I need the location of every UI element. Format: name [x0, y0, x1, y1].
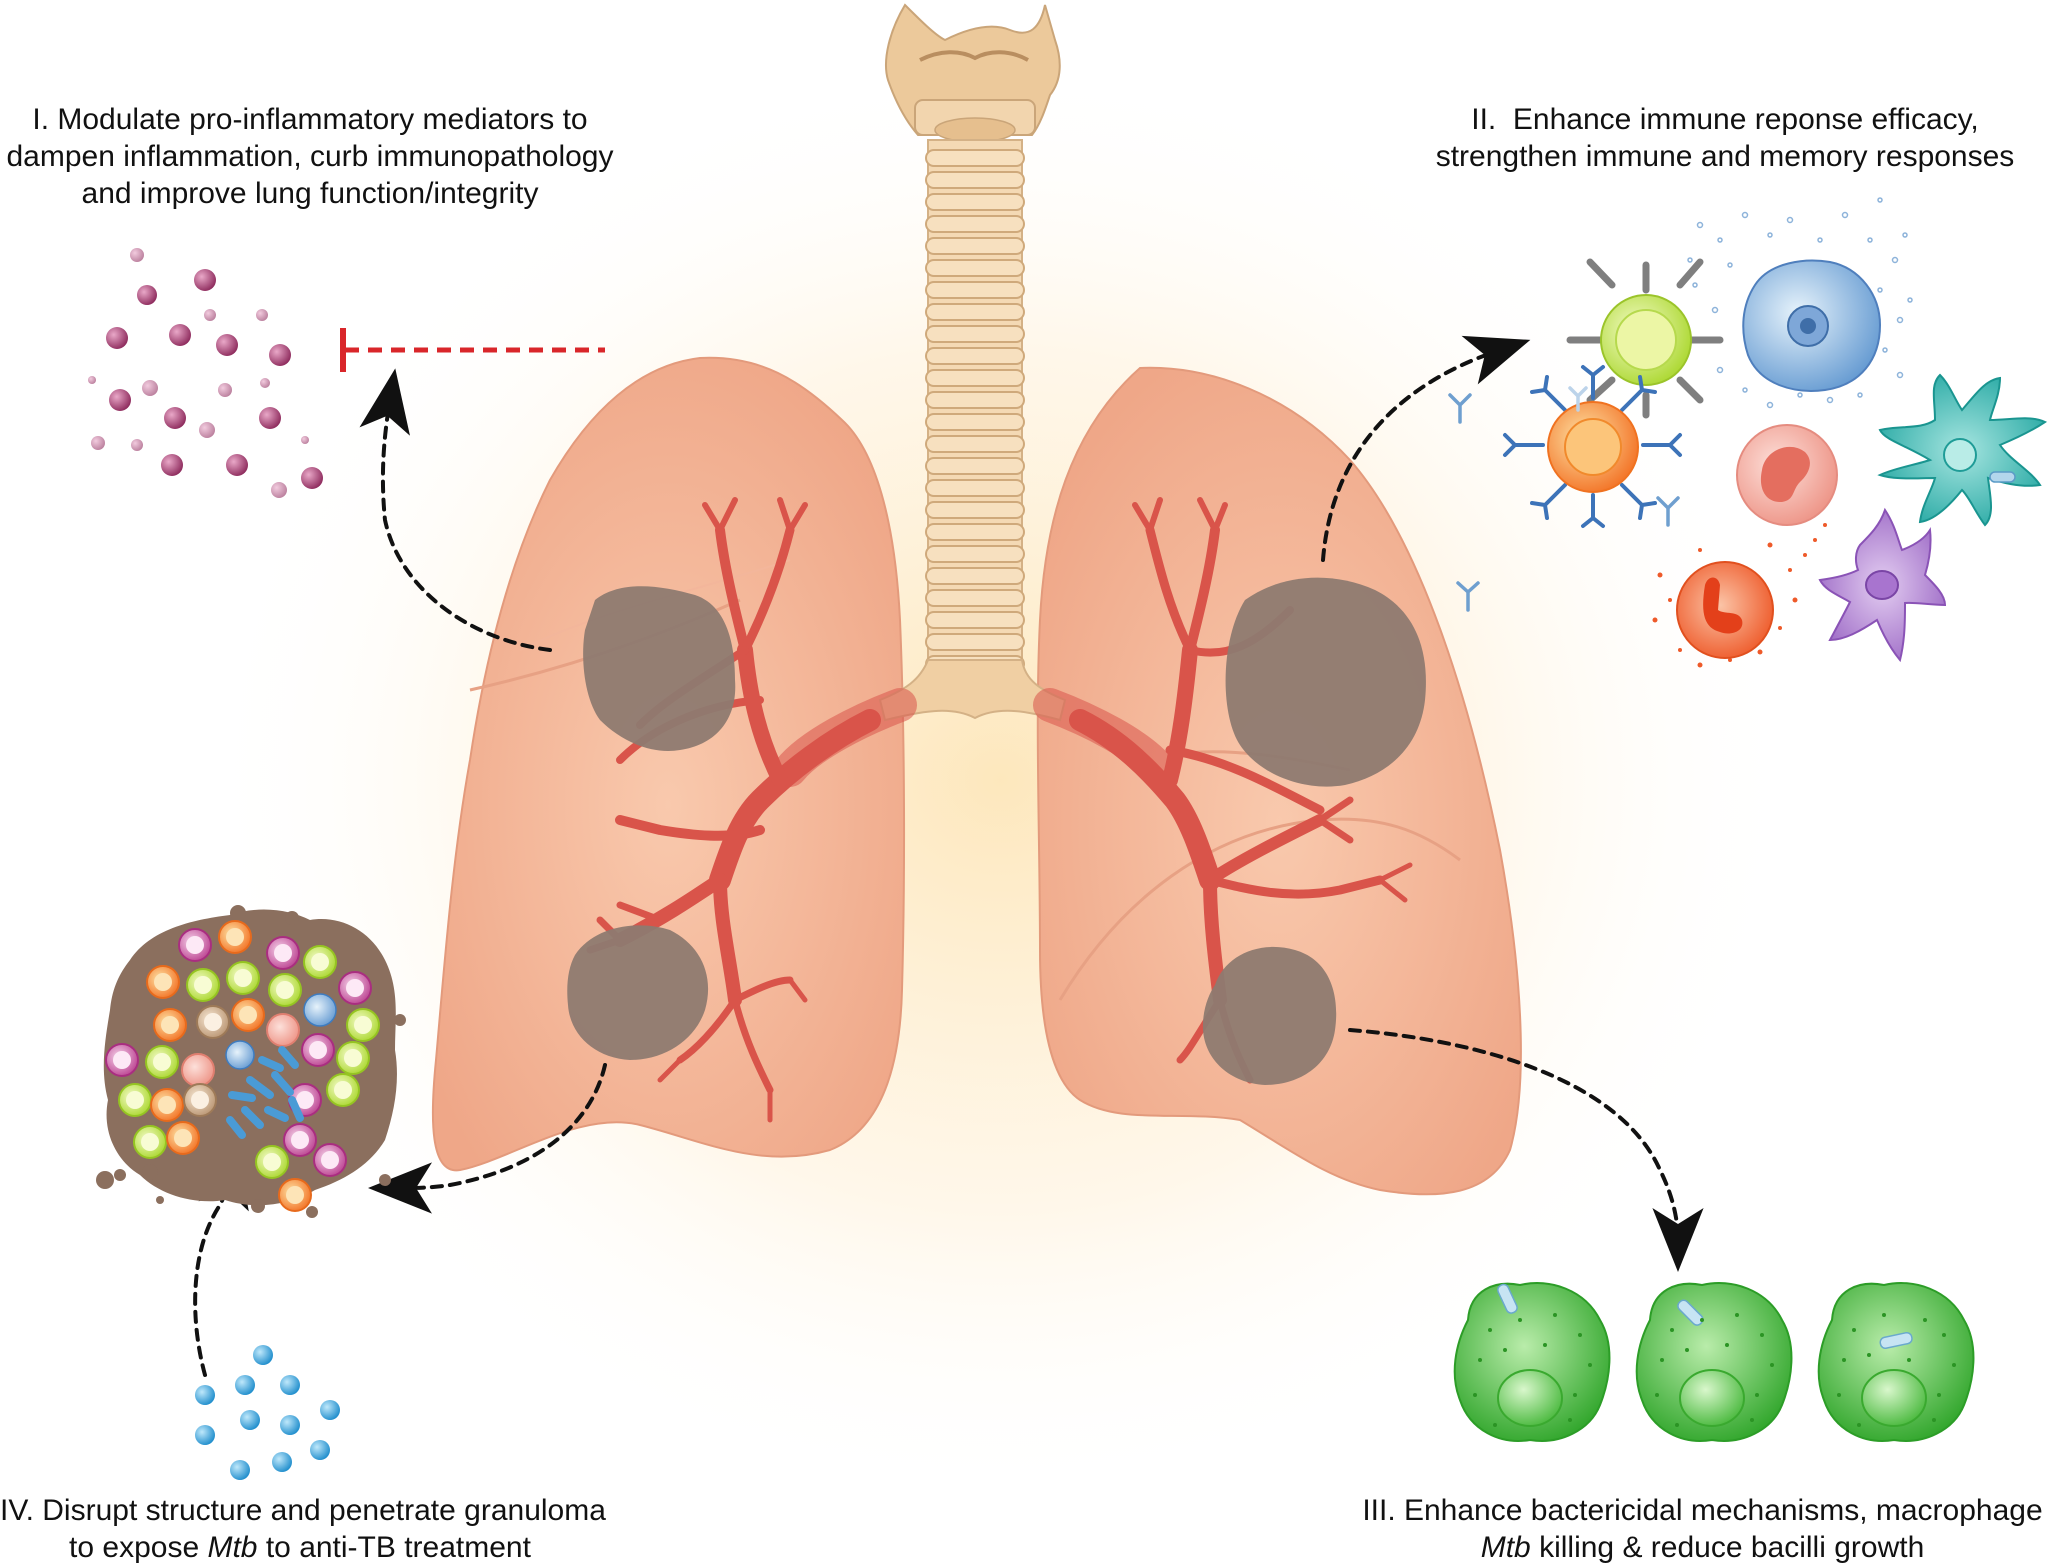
free-antibodies [1448, 386, 1680, 612]
red-blood-cell [1736, 424, 1838, 526]
tracheal-ring [925, 611, 1025, 629]
macrophage-1 [1453, 1282, 1611, 1442]
dashed-arrows [193, 335, 1704, 1377]
lesion-right-upper [1225, 577, 1426, 787]
caption-enhance-immune-line2: strengthen immune and memory responses [1435, 140, 2015, 173]
tracheal-rings [925, 139, 1025, 673]
inhibition-line [340, 328, 605, 372]
t-cell [1566, 258, 1724, 419]
tracheal-ring [925, 391, 1025, 409]
tracheal-ring [925, 457, 1025, 475]
tracheal-ring [925, 193, 1025, 211]
tracheal-ring [925, 589, 1025, 607]
granuloma [96, 905, 406, 1218]
tracheal-ring [925, 479, 1025, 497]
caption-modulate-line1: I. Modulate pro-inflammatory mediators t… [32, 103, 588, 136]
tracheal-ring [925, 149, 1025, 167]
macrophage-2 [1635, 1282, 1793, 1442]
tracheal-ring [925, 501, 1025, 519]
arrow-to-macrophages [1348, 1028, 1704, 1272]
caption-disrupt: IV. Disrupt structure and penetrate gran… [0, 1492, 606, 1566]
caption-disrupt-line2: to expose Mtb to anti-TB treatment [0, 1529, 600, 1566]
caption-disrupt-line1: IV. Disrupt structure and penetrate gran… [0, 1494, 606, 1527]
tracheal-ring [925, 435, 1025, 453]
arrow-to-granuloma [368, 1063, 607, 1214]
cytokine-spray [1687, 197, 1913, 409]
tracheal-ring [925, 413, 1025, 431]
drug-particles [195, 1345, 340, 1480]
arrow-to-mediators [359, 368, 552, 652]
tracheal-ring [925, 325, 1025, 343]
caption-disrupt-line2-rest: to anti-TB treatment [257, 1531, 531, 1564]
pro-inflammatory-mediators [88, 248, 323, 498]
b-cell [1503, 365, 1682, 528]
lesions [567, 577, 1426, 1085]
trachea [878, 3, 1067, 722]
tracheal-ring [925, 215, 1025, 233]
arrow-to-immune-cells [1321, 335, 1531, 562]
caption-enhance-immune: II. Enhance immune reponse efficacy, str… [1400, 101, 2050, 175]
caption-disrupt-line2-pre: to expose [69, 1531, 208, 1564]
purple-macrophage [1818, 507, 1947, 663]
tracheal-ring [925, 237, 1025, 255]
tracheal-ring [925, 281, 1025, 299]
tracheal-ring [925, 633, 1025, 651]
dendritic-cell [1877, 373, 2048, 527]
arrow-particles-to-granuloma [193, 1143, 249, 1377]
caption-bactericidal: III. Enhance bactericidal mechanisms, ma… [1355, 1492, 2050, 1566]
tracheal-ring [925, 303, 1025, 321]
lesion-left-upper [583, 586, 736, 751]
tracheal-ring [925, 523, 1025, 541]
tracheal-ring [925, 567, 1025, 585]
caption-modulate: I. Modulate pro-inflammatory mediators t… [0, 101, 620, 212]
tracheal-ring [925, 171, 1025, 189]
mtb-bacilli [226, 1046, 304, 1139]
caption-bactericidal-line1: III. Enhance bactericidal mechanisms, ma… [1362, 1494, 2043, 1527]
tracheal-ring [925, 369, 1025, 387]
macrophages [1453, 1282, 1975, 1442]
macrophage-granules [1473, 1313, 1956, 1427]
granuloma-cells [105, 920, 380, 1212]
caption-modulate-line3: and improve lung function/integrity [81, 177, 539, 210]
tracheal-ring [925, 259, 1025, 277]
bronchial-tree [586, 497, 1413, 1123]
caption-bactericidal-line2-rest: killing & reduce bacilli growth [1530, 1531, 1925, 1564]
tracheal-ring [925, 545, 1025, 563]
immune-cells [1448, 197, 2048, 668]
lesion-right-lower [1202, 946, 1337, 1085]
lesion-left-lower [567, 925, 709, 1060]
tracheal-ring [925, 347, 1025, 365]
caption-bactericidal-line2: Mtb killing & reduce bacilli growth [1355, 1529, 2050, 1566]
caption-enhance-immune-line1: II. Enhance immune reponse efficacy, [1471, 103, 1979, 136]
neutrophil [1652, 523, 1827, 668]
macrophage-3 [1817, 1282, 1975, 1442]
caption-disrupt-mtb: Mtb [207, 1531, 258, 1564]
right-lung-fissure [1058, 817, 1461, 1001]
caption-bactericidal-mtb: Mtb [1480, 1531, 1531, 1564]
caption-modulate-line2: dampen inflammation, curb immunopatholog… [6, 140, 614, 173]
